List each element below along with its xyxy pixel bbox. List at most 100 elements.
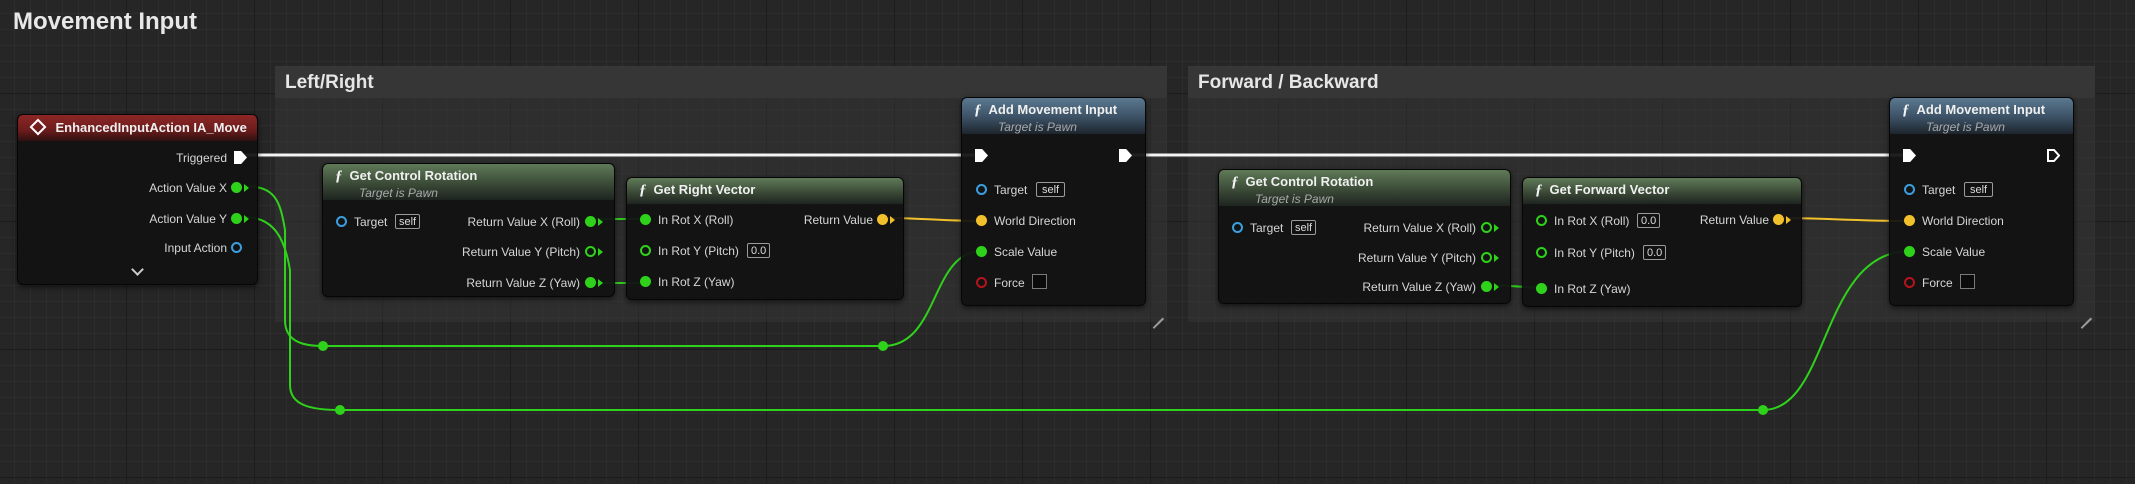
node-header[interactable]: EnhancedInputAction IA_Move [18,115,257,141]
node-subtitle: Target is Pawn [1255,192,1334,206]
force-checkbox[interactable] [1960,274,1975,289]
in-rot-x-pin[interactable] [1536,215,1547,226]
event-node-ia-move[interactable]: EnhancedInputAction IA_Move Triggered Ac… [17,114,258,285]
node-title: Get Right Vector [653,182,756,197]
pin-label-in-rot-x: In Rot X (Roll) [1554,214,1630,228]
pin-label-triggered: Triggered [176,151,227,165]
pin-label-return-y: Return Value Y (Pitch) [461,245,580,259]
pin-label-return-value: Return Value [1699,213,1769,227]
function-icon: ƒ [1902,102,1910,118]
return-y-pin[interactable] [1481,252,1492,263]
world-direction-pin[interactable] [976,215,987,226]
force-pin[interactable] [1904,277,1915,288]
node-subtitle: Target is Pawn [998,120,1077,134]
target-value-field[interactable]: self [1964,182,1994,197]
node-title: Add Movement Input [988,102,1118,117]
event-icon [29,118,47,136]
target-value-field[interactable]: self [1291,220,1317,235]
pin-arrow-icon [598,279,603,287]
reroute-knot [318,341,328,351]
scale-value-pin[interactable] [1904,246,1915,257]
pin-arrow-icon [244,184,249,192]
exec-out-pin[interactable] [2047,149,2060,162]
add-movement-input-node[interactable]: ƒ Add Movement Input Target is Pawn Targe… [961,97,1146,306]
node-header[interactable]: ƒ Add Movement Input Target is Pawn [962,98,1145,134]
force-pin[interactable] [976,277,987,288]
return-value-pin[interactable] [1773,214,1784,225]
reroute-knot [878,341,888,351]
target-pin[interactable] [336,216,347,227]
in-rot-y-value-field[interactable]: 0.0 [1643,245,1667,260]
exec-in-pin[interactable] [975,149,988,162]
pin-arrow-icon [1786,216,1791,224]
function-icon: ƒ [639,182,647,198]
pin-label-in-rot-y: In Rot Y (Pitch) [1554,246,1635,260]
pin-arrow-icon [1494,283,1499,291]
node-title: Add Movement Input [1916,102,2046,117]
pin-label-target: Target [1250,221,1284,235]
in-rot-x-value-field[interactable]: 0.0 [1637,213,1661,228]
target-pin[interactable] [1232,222,1243,233]
target-value-field[interactable]: self [395,214,421,229]
in-rot-y-pin[interactable] [640,245,651,256]
node-title: EnhancedInputAction IA_Move [55,120,247,135]
pin-label-input-action: Input Action [164,241,227,255]
float-wire-x [243,185,983,347]
pin-arrow-icon [1494,224,1499,232]
pin-label-force: Force [994,276,1025,290]
target-pin[interactable] [1904,184,1915,195]
in-rot-x-pin[interactable] [640,214,651,225]
action-value-x-pin[interactable] [231,182,242,193]
reroute-knot [1758,405,1768,415]
pin-arrow-icon [244,215,249,223]
exec-in-pin[interactable] [1903,149,1916,162]
return-z-pin[interactable] [585,277,596,288]
input-action-pin[interactable] [231,242,242,253]
function-icon: ƒ [974,102,982,118]
return-value-pin[interactable] [877,214,888,225]
in-rot-z-pin[interactable] [1536,283,1547,294]
scale-value-pin[interactable] [976,246,987,257]
exec-out-pin[interactable] [1119,149,1132,162]
pin-arrow-icon [598,248,603,256]
target-value-field[interactable]: self [1036,182,1066,197]
pin-label-target: Target [994,183,1028,197]
exec-out-pin[interactable] [234,151,247,164]
comment-title[interactable]: Forward / Backward [1188,67,2095,98]
pin-label-action-value-y: Action Value Y [149,212,227,226]
graph-title: Movement Input [13,8,197,35]
comment-title[interactable]: Left/Right [275,67,1167,98]
in-rot-y-pin[interactable] [1536,247,1547,258]
world-direction-pin[interactable] [1904,215,1915,226]
pin-arrow-icon [598,218,603,226]
action-value-y-pin[interactable] [231,213,242,224]
pin-arrow-icon [890,216,895,224]
node-subtitle: Target is Pawn [359,186,438,200]
pin-arrow-icon [1494,254,1499,262]
return-x-pin[interactable] [1481,222,1492,233]
return-y-pin[interactable] [585,246,596,257]
pin-label-target: Target [1922,183,1956,197]
node-header[interactable]: ƒ Get Right Vector [627,178,903,204]
target-pin[interactable] [976,184,987,195]
pin-label-return-value: Return Value [803,213,873,227]
in-rot-y-value-field[interactable]: 0.0 [747,243,771,258]
chevron-down-icon[interactable] [131,263,144,276]
pin-label-return-x: Return Value X (Roll) [1363,221,1477,235]
pin-label-scale-value: Scale Value [1922,245,1986,259]
in-rot-z-pin[interactable] [640,276,651,287]
force-checkbox[interactable] [1032,274,1047,289]
pin-label-return-z: Return Value Z (Yaw) [1362,280,1476,294]
return-x-pin[interactable] [585,216,596,227]
node-title: Get Control Rotation [1245,174,1374,189]
return-z-pin[interactable] [1481,281,1492,292]
